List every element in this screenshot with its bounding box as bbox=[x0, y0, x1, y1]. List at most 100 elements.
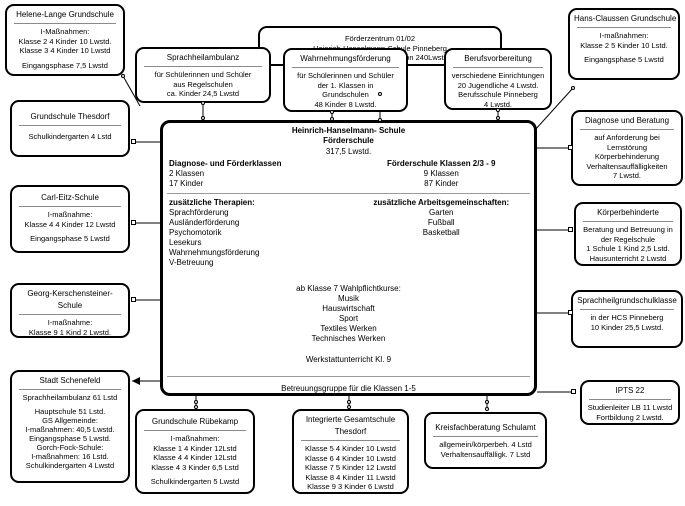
connector-square bbox=[131, 139, 136, 144]
connector-dot bbox=[121, 74, 125, 78]
box-line: auf Anforderung bei bbox=[594, 133, 660, 142]
wahlpflicht-item: Hauswirtschaft bbox=[322, 304, 375, 313]
box-diagnose-und-beratung: Diagnose und Beratung auf Anforderung be… bbox=[571, 110, 683, 186]
wahlpflicht-item: Technisches Werken bbox=[311, 334, 386, 343]
box-title: Berufsvorbereitung bbox=[464, 54, 532, 63]
connector-square bbox=[568, 227, 573, 232]
box-line: GS Allgemeinde: bbox=[42, 416, 98, 425]
box-line: Berufsschule Pinneberg bbox=[458, 90, 538, 99]
box-line: 20 Jugendliche 4 Lwstd. bbox=[457, 80, 539, 90]
box-wahrnehmungsfoerderung: Wahrnehmungsförderung für Schülerinnen u… bbox=[283, 48, 408, 112]
connector-dot bbox=[378, 118, 382, 122]
main-title-line-3: 317,5 Lwstd. bbox=[325, 147, 372, 156]
box-line: Beratung und Betreuung in bbox=[583, 225, 673, 234]
wahlpflicht-item: Textiles Werken bbox=[320, 324, 377, 333]
connector-dot bbox=[194, 405, 198, 409]
divider bbox=[19, 125, 121, 126]
box-line: Klasse 9 1 Kind 2 Lwstd. bbox=[28, 327, 112, 337]
wahlpflicht-heading: ab Klasse 7 Wahlpflichtkurse: bbox=[296, 284, 401, 293]
col-item: 9 Klassen bbox=[423, 169, 459, 178]
connector-dot bbox=[496, 116, 500, 120]
box-line: I-maßnahmen: bbox=[599, 31, 649, 40]
box-title: Georg-Kerschensteiner- bbox=[27, 289, 113, 298]
box-line: I-maßnahme: bbox=[47, 210, 93, 219]
box-line: 7 Lwstd. bbox=[613, 171, 641, 180]
box-line: Klasse 9 3 Kinder 6 Lwstd bbox=[307, 482, 394, 491]
box-title: Wahrnehmungsförderung bbox=[300, 54, 391, 63]
betreuungsgruppe-row: Betreuungsgruppe für die Klassen 1-5 bbox=[281, 384, 416, 393]
box-koerperbehinderte: Körperbehinderte Beratung und Betreuung … bbox=[574, 202, 682, 266]
col-heading: Förderschule Klassen 2/3 - 9 bbox=[387, 159, 496, 168]
box-title: Hans-Claussen Grundschule bbox=[574, 14, 677, 23]
header-line-1: Förderzentrum 01/02 bbox=[344, 34, 416, 43]
box-line: 10 Kinder 25,5 Lwstd. bbox=[590, 322, 664, 332]
connector-square bbox=[571, 389, 576, 394]
werkstattunterricht: Werkstattunterricht Kl. 9 bbox=[305, 355, 392, 364]
box-title: Sprachheilambulanz bbox=[166, 53, 240, 62]
box-line: Fortbildung 2 Lwstd. bbox=[596, 412, 664, 422]
box-line: Grundschulen bbox=[322, 90, 369, 99]
box-line: Schulkindergarten 5 Lwstd bbox=[150, 477, 240, 486]
connector-dot bbox=[485, 400, 489, 404]
box-grundschule-thesdorf: Grundschule Thesdorf Schulkindergarten 4… bbox=[10, 100, 130, 157]
connector-square bbox=[568, 145, 573, 150]
main-title-line-2: Förderschule bbox=[323, 136, 374, 145]
box-georg-kerschensteiner-schule: Georg-Kerschensteiner- Schule I-maßnahme… bbox=[10, 283, 130, 338]
box-line: Schulkindergarten 4 Lstd bbox=[28, 132, 112, 141]
connector-square bbox=[568, 310, 573, 315]
box-line: 48 Kinder 8 Lwstd. bbox=[314, 99, 377, 109]
ag-item: Fußball bbox=[427, 218, 455, 227]
box-title: Körperbehinderte bbox=[597, 208, 659, 217]
box-helene-lange-grundschule: Helene-Lange Grundschule I-Maßnahmen: Kl… bbox=[5, 4, 125, 76]
divider bbox=[167, 193, 530, 194]
box-line: I-Maßnahmen: bbox=[40, 27, 90, 36]
box-sprachheilgrundschulklasse: Sprachheilgrundschulklasse in der HCS Pi… bbox=[571, 290, 683, 348]
box-line: Klasse 6 4 Kinder 10 Lwstd bbox=[305, 453, 396, 463]
box-line: Körperbehinderung bbox=[594, 152, 660, 161]
divider bbox=[144, 66, 262, 67]
box-title: Grundschule Thesdorf bbox=[30, 112, 110, 121]
box-title: Helene-Lange Grundschule bbox=[16, 10, 114, 19]
box-ipts: IPTS 22 Studienleiter LB 11 Lwstd Fortbi… bbox=[580, 380, 680, 425]
box-title: Integrierte Gesamtschule bbox=[305, 415, 396, 424]
box-line: aus Regelschulen bbox=[173, 79, 233, 89]
connector-dot bbox=[571, 86, 575, 90]
therapy-item: V-Betreuung bbox=[169, 258, 214, 267]
foerderschule-klassen-col: Förderschule Klassen 2/3 - 9 9 Klassen 8… bbox=[349, 158, 535, 189]
divider bbox=[19, 314, 121, 315]
box-line: Klasse 2 4 Kinder 10 Lwstd. bbox=[18, 36, 112, 46]
box-carl-eitz-schule: Carl-Eitz-Schule I-maßnahme: Klasse 4 4 … bbox=[10, 185, 130, 253]
connector-dot bbox=[330, 110, 334, 114]
wahlpflicht-item: Sport bbox=[338, 314, 359, 323]
box-title: Grundschule Rübekamp bbox=[151, 417, 239, 426]
therapy-item: Ausländerförderung bbox=[169, 218, 240, 227]
connector-dot bbox=[194, 400, 198, 404]
divider bbox=[580, 129, 674, 130]
box-line: Eingangsphase 7,5 Lwstd bbox=[22, 60, 108, 70]
divider bbox=[19, 206, 121, 207]
divider bbox=[14, 23, 116, 24]
connector-dot bbox=[496, 108, 500, 112]
connector-dot bbox=[201, 116, 205, 120]
box-line: Klasse 1 4 Kinder 12Lstd bbox=[153, 443, 237, 453]
divider bbox=[292, 67, 399, 68]
box-line: Klasse 3 4 Kinder 10 Lwstd bbox=[19, 46, 111, 55]
box-line: Hauptschule 51 Lstd. bbox=[34, 407, 106, 416]
box-line: Klasse 4 3 Kinder 6,5 Lstd bbox=[151, 462, 239, 472]
divider bbox=[589, 399, 671, 400]
col-heading: zusätzliche Arbeitsgemeinschaften: bbox=[373, 198, 510, 207]
arbeitsgemeinschaften-col: zusätzliche Arbeitsgemeinschaften: Garte… bbox=[349, 197, 535, 268]
divider bbox=[583, 221, 673, 222]
box-line: I-maßnahme: bbox=[47, 318, 93, 327]
connector-dot bbox=[330, 117, 334, 121]
col-item: 17 Kinder bbox=[169, 179, 204, 188]
wahlpflichtkurse-section: ab Klasse 7 Wahlpflichtkurse: Musik Haus… bbox=[163, 284, 534, 344]
box-line: ca. Kinder 24,5 Lwstd bbox=[166, 89, 240, 98]
box-line: allgemein/körperbeh. 4 Lstd bbox=[439, 440, 532, 449]
box-kreisfachberatung-schulamt: Kreisfachberatung Schulamt allgemein/kör… bbox=[424, 412, 547, 469]
box-line: I-maßnahmen: 16 Lstd. bbox=[31, 452, 109, 461]
divider bbox=[433, 436, 538, 437]
divider bbox=[301, 440, 400, 441]
box-berufsvorbereitung: Berufsvorbereitung verschiedene Einricht… bbox=[444, 48, 552, 110]
col-item: 87 Kinder bbox=[424, 179, 459, 188]
